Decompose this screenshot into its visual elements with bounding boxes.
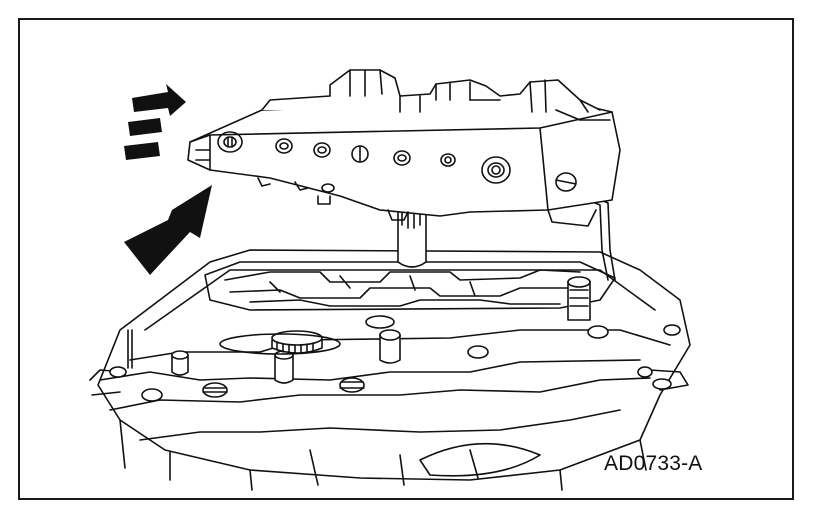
case-pins — [127, 276, 591, 384]
valve-body — [187, 69, 621, 227]
large-direction-arrow — [124, 185, 212, 275]
motion-lines-arrow — [124, 84, 186, 160]
filter-screen — [219, 330, 341, 355]
separator-plate — [204, 261, 616, 311]
case-bolts — [109, 324, 681, 402]
figure-id-label: AD0733-A — [604, 452, 703, 475]
